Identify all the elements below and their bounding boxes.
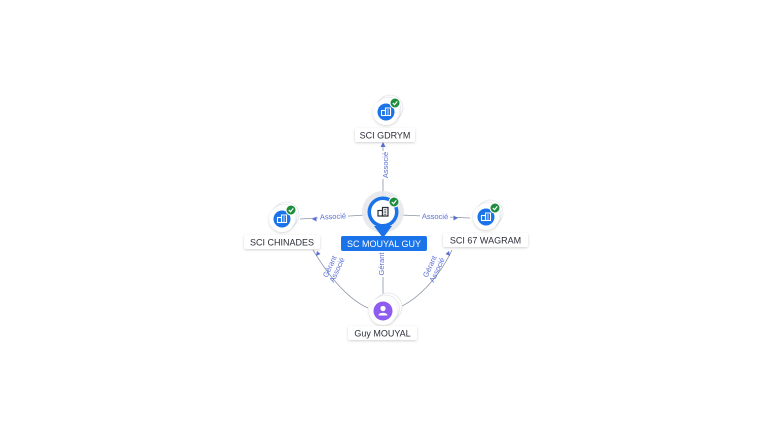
edge-guy-mouyal-to-sci-67-wagram[interactable] xyxy=(397,249,453,309)
node-label-text: SC MOUYAL GUY xyxy=(347,239,421,249)
building-icon xyxy=(480,212,492,222)
edge-label-associe: Associé xyxy=(320,211,347,221)
edge-arrows xyxy=(312,142,458,256)
building-icon xyxy=(276,214,288,224)
check-icon xyxy=(492,206,498,211)
node-label-text: SCI CHINADES xyxy=(250,238,314,248)
arrow-head xyxy=(312,216,317,222)
verified-badge-icon xyxy=(489,202,501,214)
focus-pin-tip xyxy=(374,226,392,238)
arrow-head xyxy=(445,251,450,256)
check-icon xyxy=(392,101,398,106)
node-label-text: Guy MOUYAL xyxy=(354,329,410,339)
node-sci-gdrym[interactable] xyxy=(373,94,404,125)
edge-label-associe: Associé xyxy=(422,212,448,221)
node-label-sci-67-wagram[interactable]: SCI 67 WAGRAM xyxy=(443,233,528,247)
node-sci-chinades[interactable] xyxy=(269,201,300,232)
building-icon xyxy=(377,206,389,217)
building-icon xyxy=(380,107,392,117)
node-sc-mouyal-guy[interactable] xyxy=(362,191,404,238)
person-icon xyxy=(378,305,388,316)
arrow-head xyxy=(453,215,458,221)
edge-label-associe: Associé xyxy=(381,152,390,178)
check-icon xyxy=(391,200,397,205)
verified-badge-icon xyxy=(388,196,400,208)
node-guy-mouyal[interactable] xyxy=(369,292,403,325)
check-icon xyxy=(288,208,294,213)
arrow-head xyxy=(316,251,321,256)
node-label-text: SCI 67 WAGRAM xyxy=(450,236,521,246)
node-label-sci-chinades[interactable]: SCI CHINADES xyxy=(244,235,320,249)
node-label-text: SCI GDRYM xyxy=(360,131,411,141)
node-label-guy-mouyal[interactable]: Guy MOUYAL xyxy=(348,326,417,340)
edge-label-gerant: Gérant xyxy=(377,252,386,276)
node-sci-67-wagram[interactable] xyxy=(473,199,504,230)
verified-badge-icon xyxy=(389,97,401,109)
edge-guy-mouyal-to-sci-chinades[interactable] xyxy=(312,249,369,309)
arrow-head xyxy=(380,142,386,147)
verified-badge-icon xyxy=(285,204,297,216)
node-label-sci-gdrym[interactable]: SCI GDRYM xyxy=(355,128,415,142)
node-label-sc-mouyal-guy[interactable]: SC MOUYAL GUY xyxy=(341,236,427,251)
